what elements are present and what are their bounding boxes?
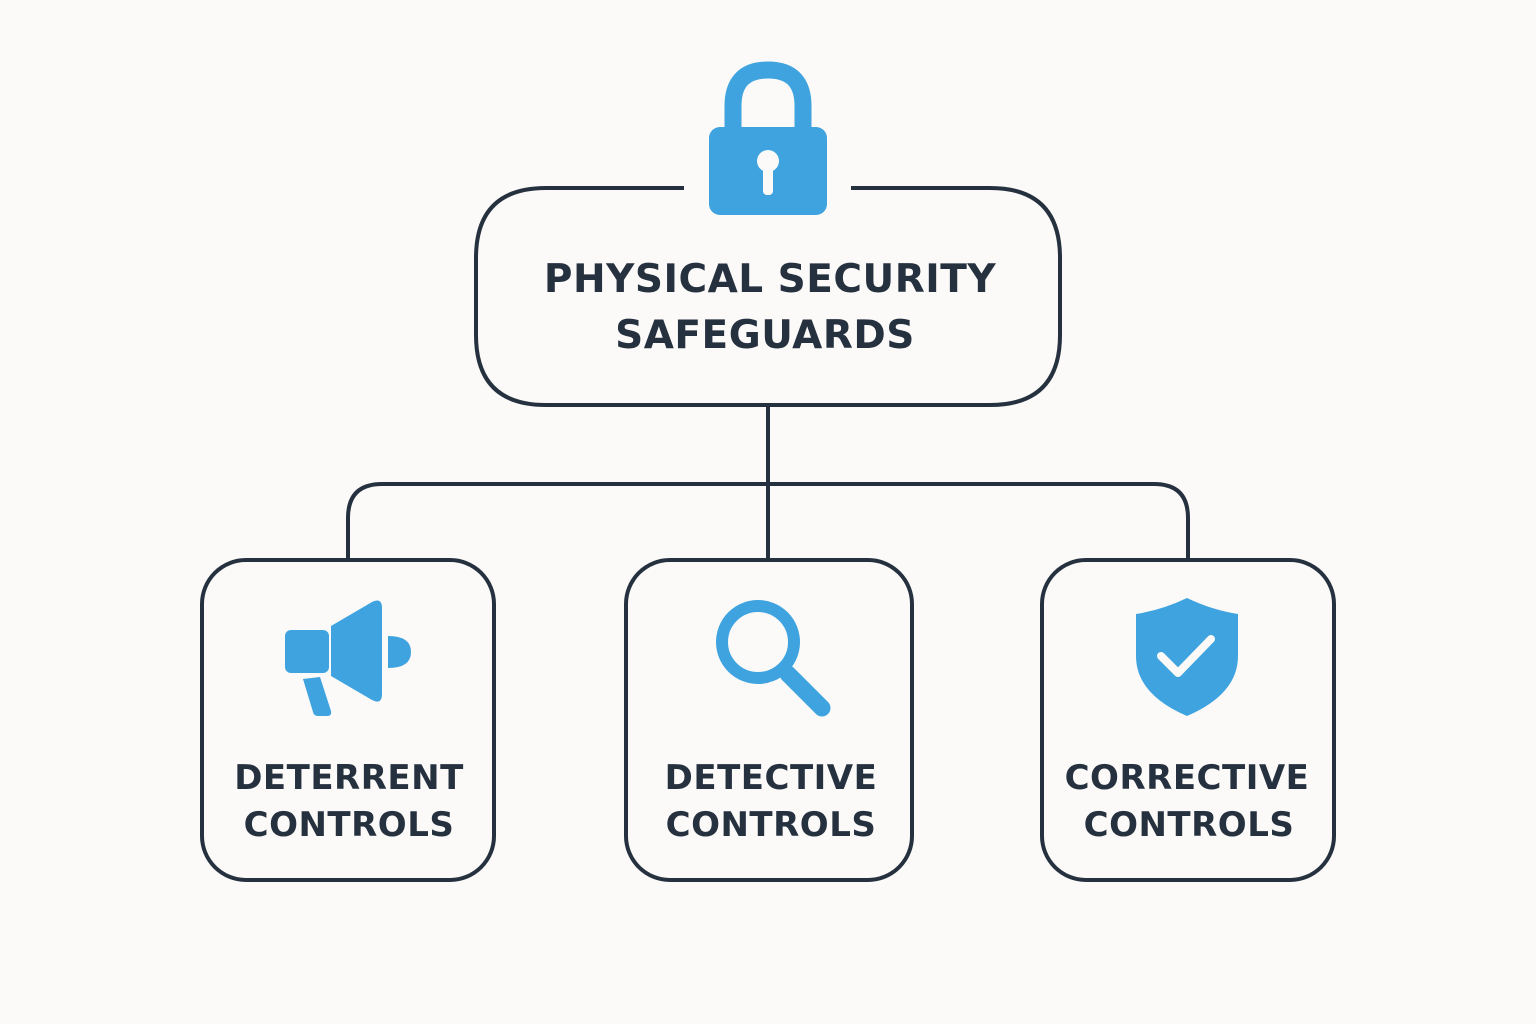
corrective-label-line1: CORRECTIVE bbox=[1065, 758, 1310, 798]
deterrent-box bbox=[200, 558, 496, 882]
detective-box bbox=[624, 558, 914, 882]
child-node-detective: DETECTIVE CONTROLS bbox=[624, 558, 914, 882]
deterrent-label-line1: DETERRENT bbox=[234, 758, 464, 798]
padlock-icon bbox=[709, 61, 827, 215]
connectors bbox=[346, 405, 1190, 558]
root-label-line2: SAFEGUARDS bbox=[615, 313, 915, 358]
detective-label-line1: DETECTIVE bbox=[665, 758, 878, 798]
magnifier-icon bbox=[716, 600, 831, 717]
connector-crossbar bbox=[346, 482, 1190, 558]
deterrent-label-line2: CONTROLS bbox=[244, 805, 455, 845]
detective-label-line2: CONTROLS bbox=[666, 805, 877, 845]
root-label-line1: PHYSICAL SECURITY bbox=[544, 257, 996, 302]
root-node: PHYSICAL SECURITY SAFEGUARDS bbox=[474, 61, 1062, 407]
child-node-deterrent: DETERRENT CONTROLS bbox=[200, 558, 496, 882]
corrective-label-line2: CONTROLS bbox=[1084, 805, 1295, 845]
child-node-corrective: CORRECTIVE CONTROLS bbox=[1040, 558, 1336, 882]
shield-check-icon bbox=[1136, 598, 1238, 716]
megaphone-icon bbox=[285, 600, 411, 716]
root-box bbox=[474, 186, 1062, 407]
corrective-box bbox=[1040, 558, 1336, 882]
